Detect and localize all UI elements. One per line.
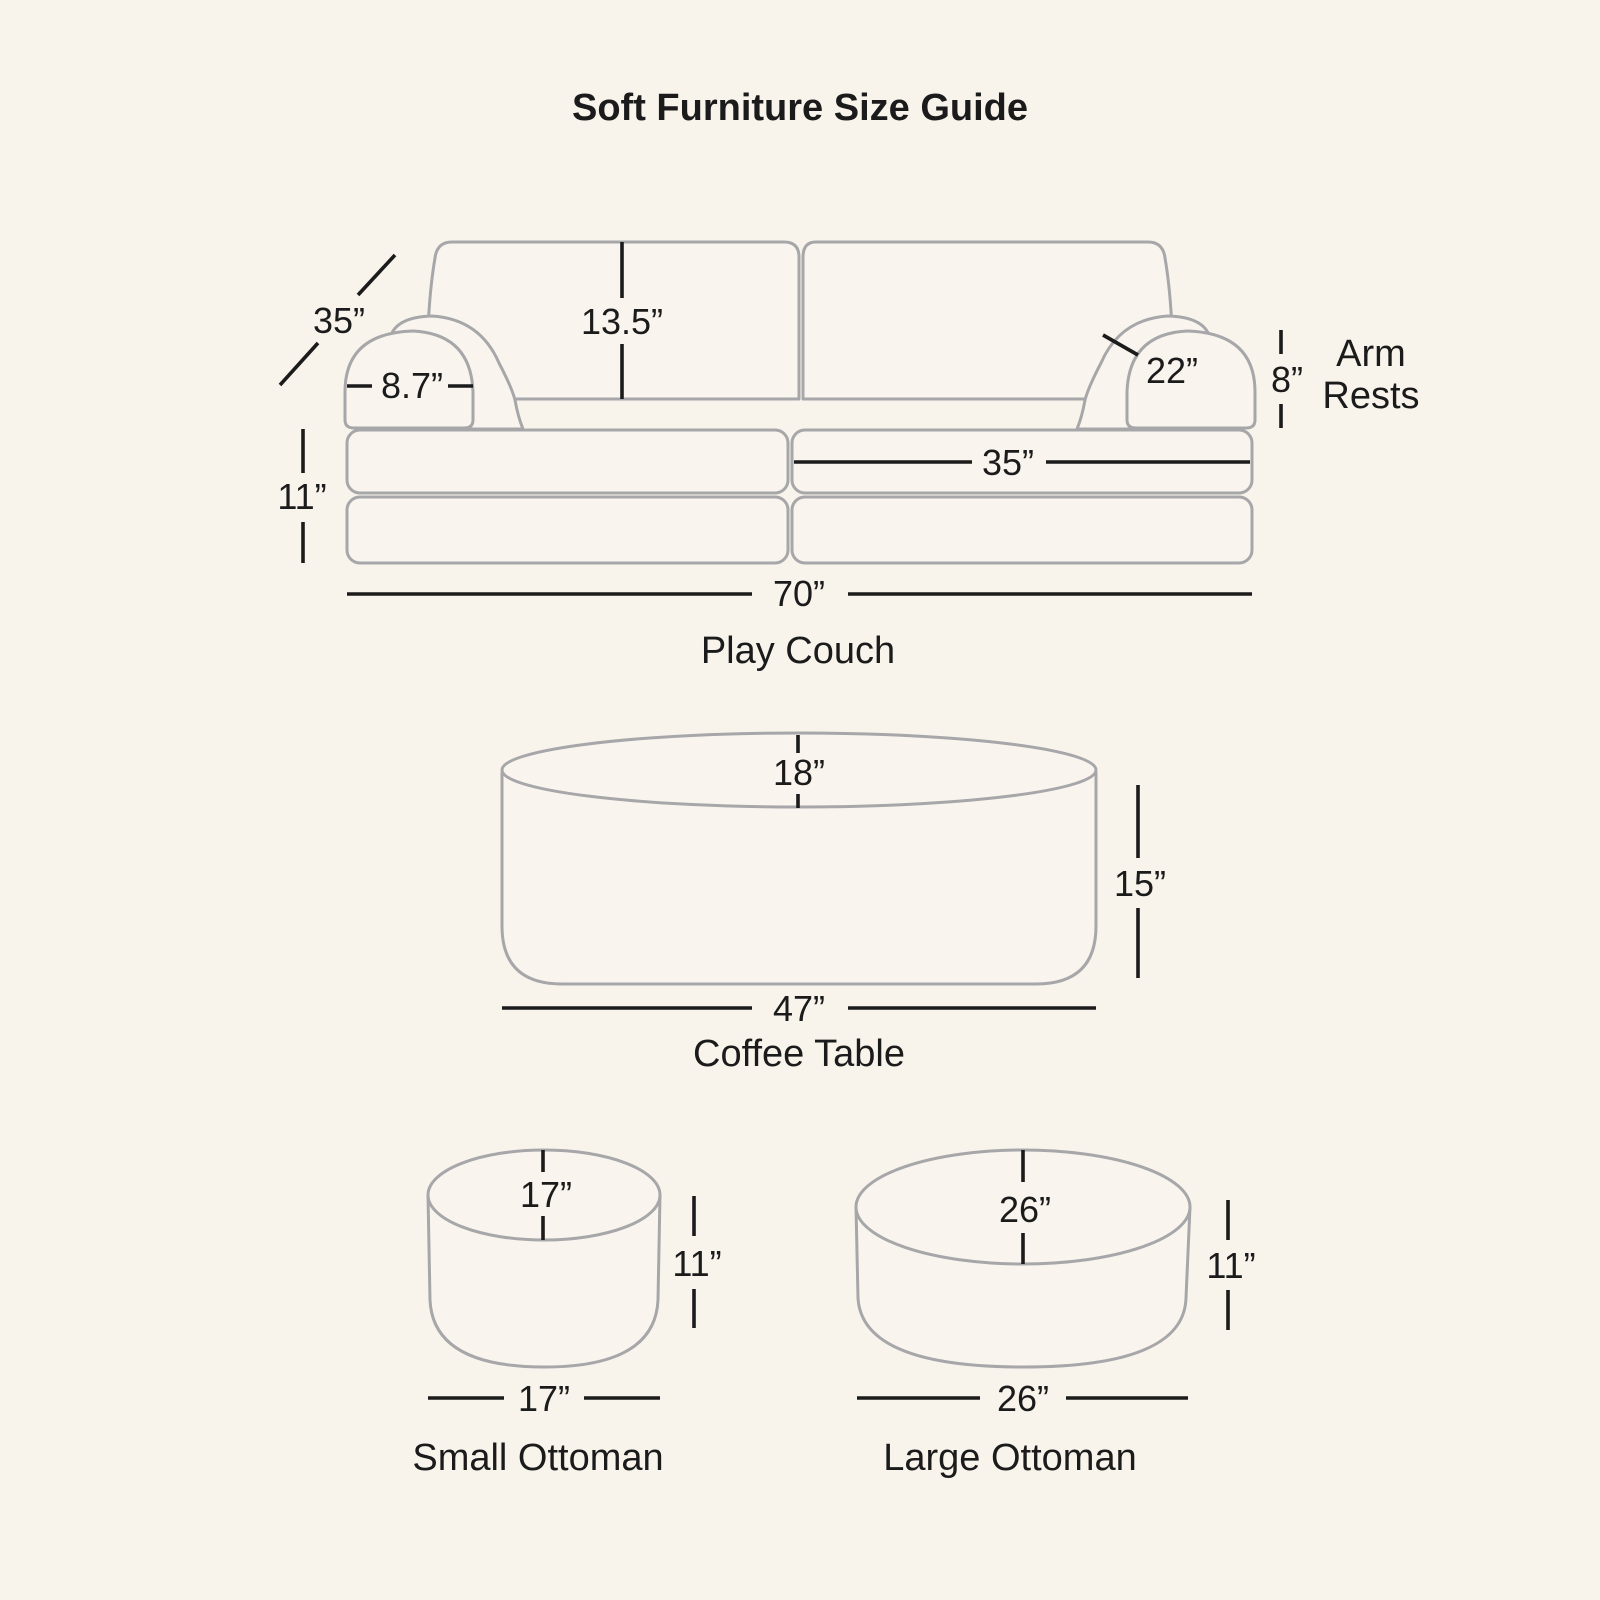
table-width-label: 47” [773, 988, 825, 1029]
couch-depth-label: 35” [313, 300, 365, 341]
couch-arm-height-label: 8” [1271, 359, 1303, 400]
arm-rests-note-line2: Rests [1322, 375, 1419, 417]
small-ottoman-top-label: 17” [520, 1174, 572, 1215]
couch-base-height-label: 11” [277, 476, 326, 517]
large-ottoman-width-label: 26” [997, 1378, 1049, 1419]
play-couch-label: Play Couch [701, 630, 895, 672]
table-height-label: 15” [1114, 863, 1166, 904]
large-ottoman-height-label: 11” [1206, 1245, 1255, 1286]
small-ottoman-dimensions: 17” 11” 17” Small Ottoman [412, 1150, 722, 1479]
large-ottoman-top-label: 26” [999, 1189, 1051, 1230]
couch-back-height-label: 13.5” [581, 301, 663, 342]
couch-base-bottom-right [790, 495, 1254, 565]
coffee-table-body [500, 772, 1098, 986]
couch-arm-length-label: 22” [1146, 350, 1198, 391]
couch-arm-length-leader [1102, 333, 1139, 357]
large-ottoman-label: Large Ottoman [883, 1437, 1136, 1479]
couch-overall-width-label: 70” [773, 573, 825, 614]
couch-base-top-left [345, 428, 790, 495]
large-ottoman-dimensions: 26” 11” 26” Large Ottoman [857, 1150, 1256, 1479]
page-title: Soft Furniture Size Guide [572, 87, 1028, 129]
couch-depth-leader-lower [278, 341, 320, 387]
couch-arm-width-label: 8.7” [381, 365, 443, 406]
table-depth-label: 18” [773, 752, 825, 793]
couch-left-armrest-front [343, 329, 475, 430]
coffee-table-label: Coffee Table [693, 1033, 905, 1075]
small-ottoman-drawing [426, 1148, 662, 1369]
coffee-table-drawing [500, 731, 1098, 986]
coffee-table-dimensions: 18” 15” 47” Coffee Table [502, 735, 1166, 1075]
play-couch-drawing [343, 240, 1257, 565]
small-ottoman-height-label: 11” [672, 1243, 721, 1284]
couch-base-top-right [790, 428, 1254, 495]
small-ottoman-label: Small Ottoman [412, 1437, 663, 1479]
play-couch-dimensions: 35” 13.5” 8.7” 22” 8” Arm Rests 11” 35” … [277, 242, 1420, 672]
couch-seat-width-label: 35” [982, 442, 1034, 483]
small-ottoman-body [426, 1194, 662, 1369]
couch-base-bottom-left [345, 495, 790, 565]
couch-depth-leader-upper [356, 253, 397, 297]
arm-rests-note-line1: Arm [1336, 333, 1406, 375]
small-ottoman-width-label: 17” [518, 1378, 570, 1419]
couch-right-armrest-front [1125, 329, 1257, 430]
